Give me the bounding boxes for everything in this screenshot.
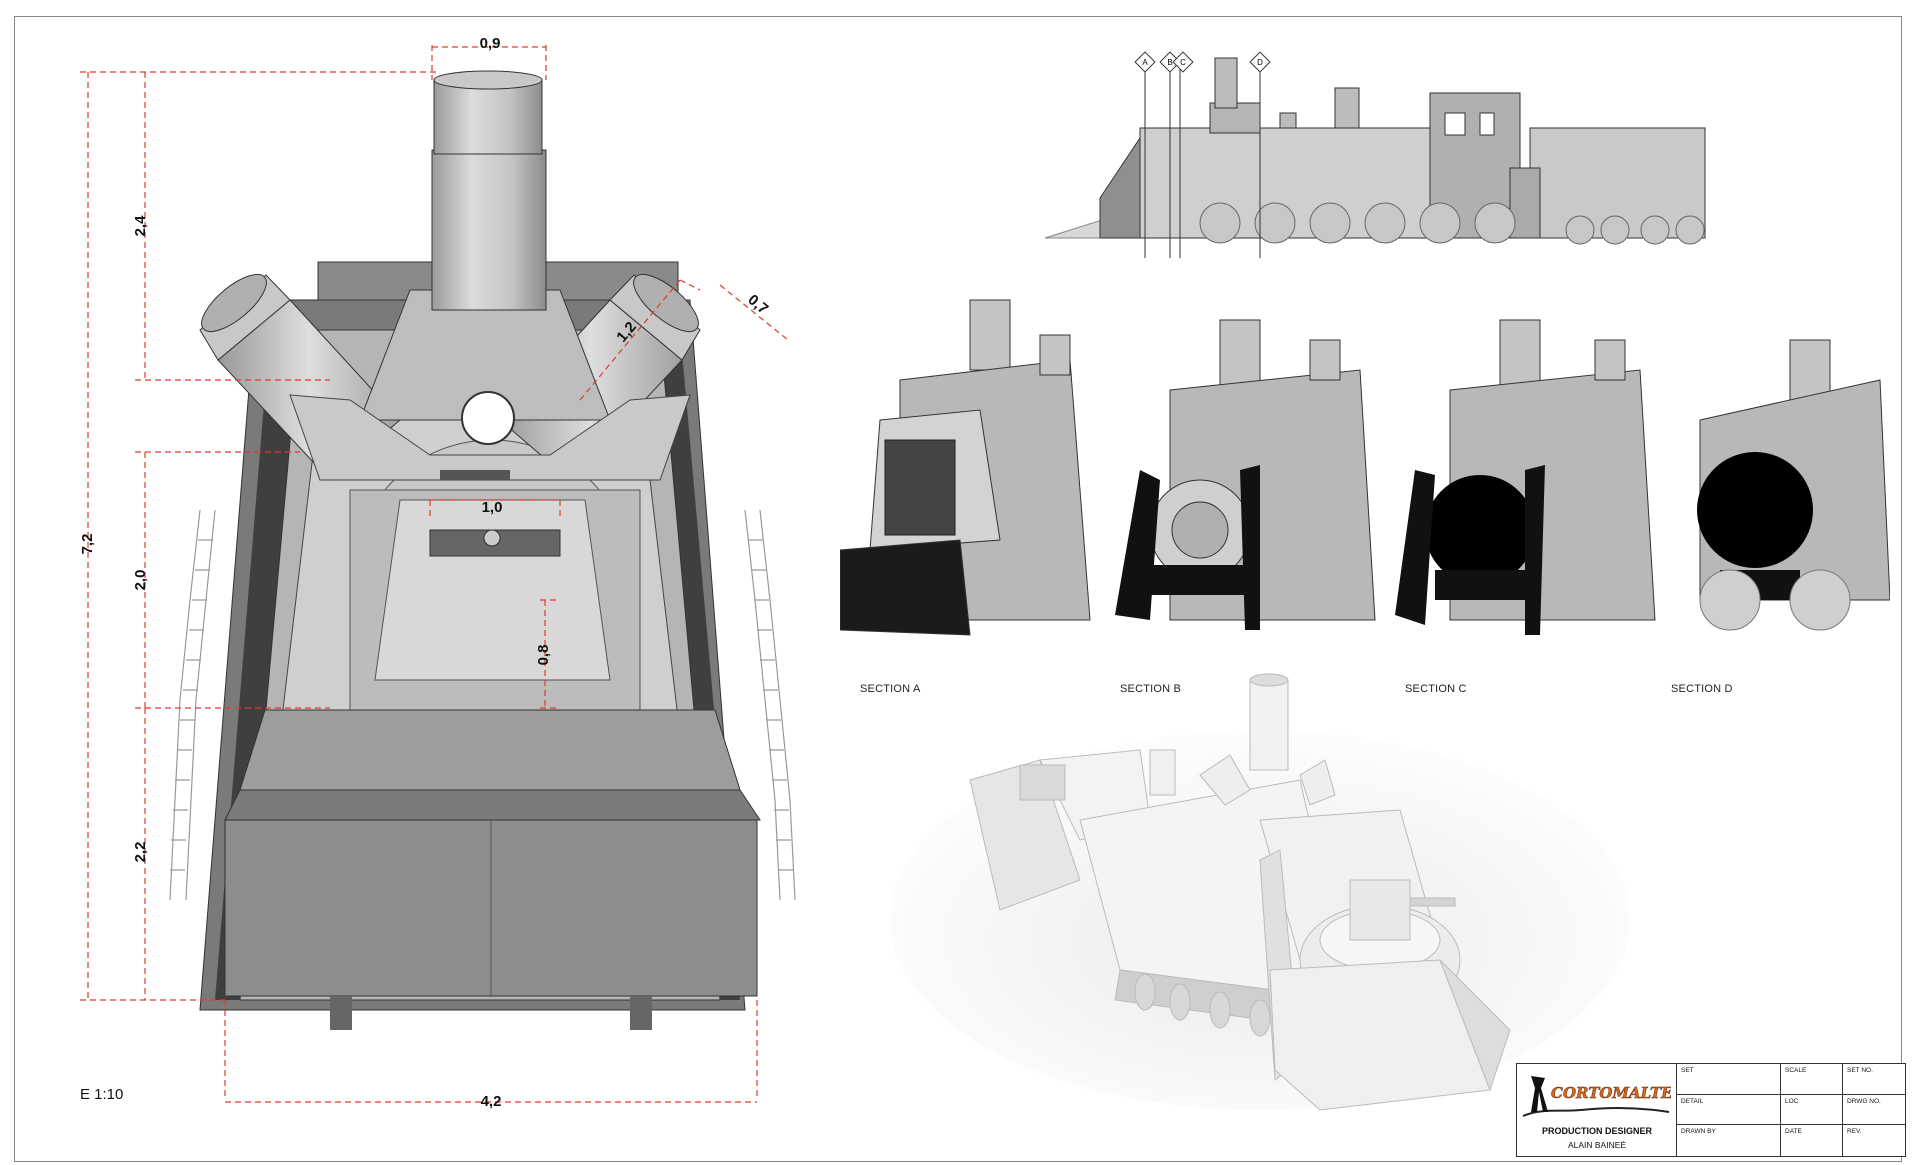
- marker-d: D: [1257, 58, 1263, 67]
- field-drwg-no: DRWG NO.: [1843, 1095, 1905, 1126]
- section-a-label: SECTION A: [860, 683, 921, 695]
- chimney: [359, 70, 611, 445]
- section-d-label: SECTION D: [1671, 683, 1733, 695]
- field-detail: DETAIL: [1677, 1094, 1781, 1126]
- marker-c: C: [1180, 58, 1186, 67]
- section-markers: A B C D: [1134, 51, 1271, 73]
- dim-total-height: 7,2: [79, 534, 96, 555]
- dim-lower-height: 2,2: [132, 842, 149, 863]
- dim-mid-height: 2,0: [132, 570, 149, 591]
- title-block-fields: SET SCALE SET NO. DETAIL LOC DRWG NO. DR…: [1677, 1064, 1905, 1156]
- section-b-label: SECTION B: [1120, 683, 1182, 695]
- title-block: CORTOMALTESE PRODUCTION DESIGNER ALAIN B…: [1516, 1063, 1906, 1157]
- section-b-view: [1115, 319, 1376, 630]
- section-c-label: SECTION C: [1405, 683, 1467, 695]
- dim-plate-height: 0,8: [535, 645, 552, 666]
- marker-b: B: [1167, 58, 1172, 67]
- section-c-view: [1395, 319, 1656, 635]
- sheet-frame: [14, 16, 1902, 1162]
- marker-a: A: [1142, 58, 1148, 67]
- side-elevation: A B C D: [1044, 51, 1706, 258]
- right-ladder: [744, 509, 796, 901]
- field-set-no: SET NO.: [1843, 1064, 1905, 1095]
- section-a-view: [840, 299, 1091, 636]
- field-scale: SCALE: [1781, 1064, 1843, 1095]
- cortomaltese-logo: CORTOMALTESE: [1521, 1068, 1671, 1120]
- dim-pipe-width: 0,7: [744, 291, 771, 317]
- logo-area: CORTOMALTESE PRODUCTION DESIGNER ALAIN B…: [1517, 1064, 1677, 1156]
- field-drawn-by: DRAWN BY: [1677, 1125, 1781, 1156]
- logo-text: CORTOMALTESE: [1551, 1084, 1671, 1102]
- front-face: [224, 394, 761, 1030]
- dim-chimney-height: 2,4: [132, 215, 149, 237]
- section-d-view: [1697, 339, 1890, 631]
- field-date: DATE: [1781, 1125, 1843, 1156]
- scale-label: E 1:10: [80, 1086, 124, 1103]
- field-set: SET: [1677, 1064, 1781, 1095]
- front-view: 7,2 2,4 2,0 2,2 0,9 1,2 0,7 1,0 0,8 4,2: [79, 35, 796, 1110]
- dim-base-width: 4,2: [481, 1093, 502, 1110]
- dimension-lines: [80, 45, 789, 1103]
- designer-name: ALAIN BAINEÉ: [1567, 1140, 1627, 1150]
- role-label: PRODUCTION DESIGNER: [1541, 1126, 1652, 1136]
- field-rev: REV.: [1847, 1128, 1862, 1136]
- perspective-render: [890, 673, 1630, 1111]
- dim-chimney-width: 0,9: [480, 35, 501, 52]
- field-loc: LOC: [1781, 1094, 1843, 1126]
- dim-face-width: 1,0: [482, 499, 503, 516]
- left-ladder: [169, 509, 216, 901]
